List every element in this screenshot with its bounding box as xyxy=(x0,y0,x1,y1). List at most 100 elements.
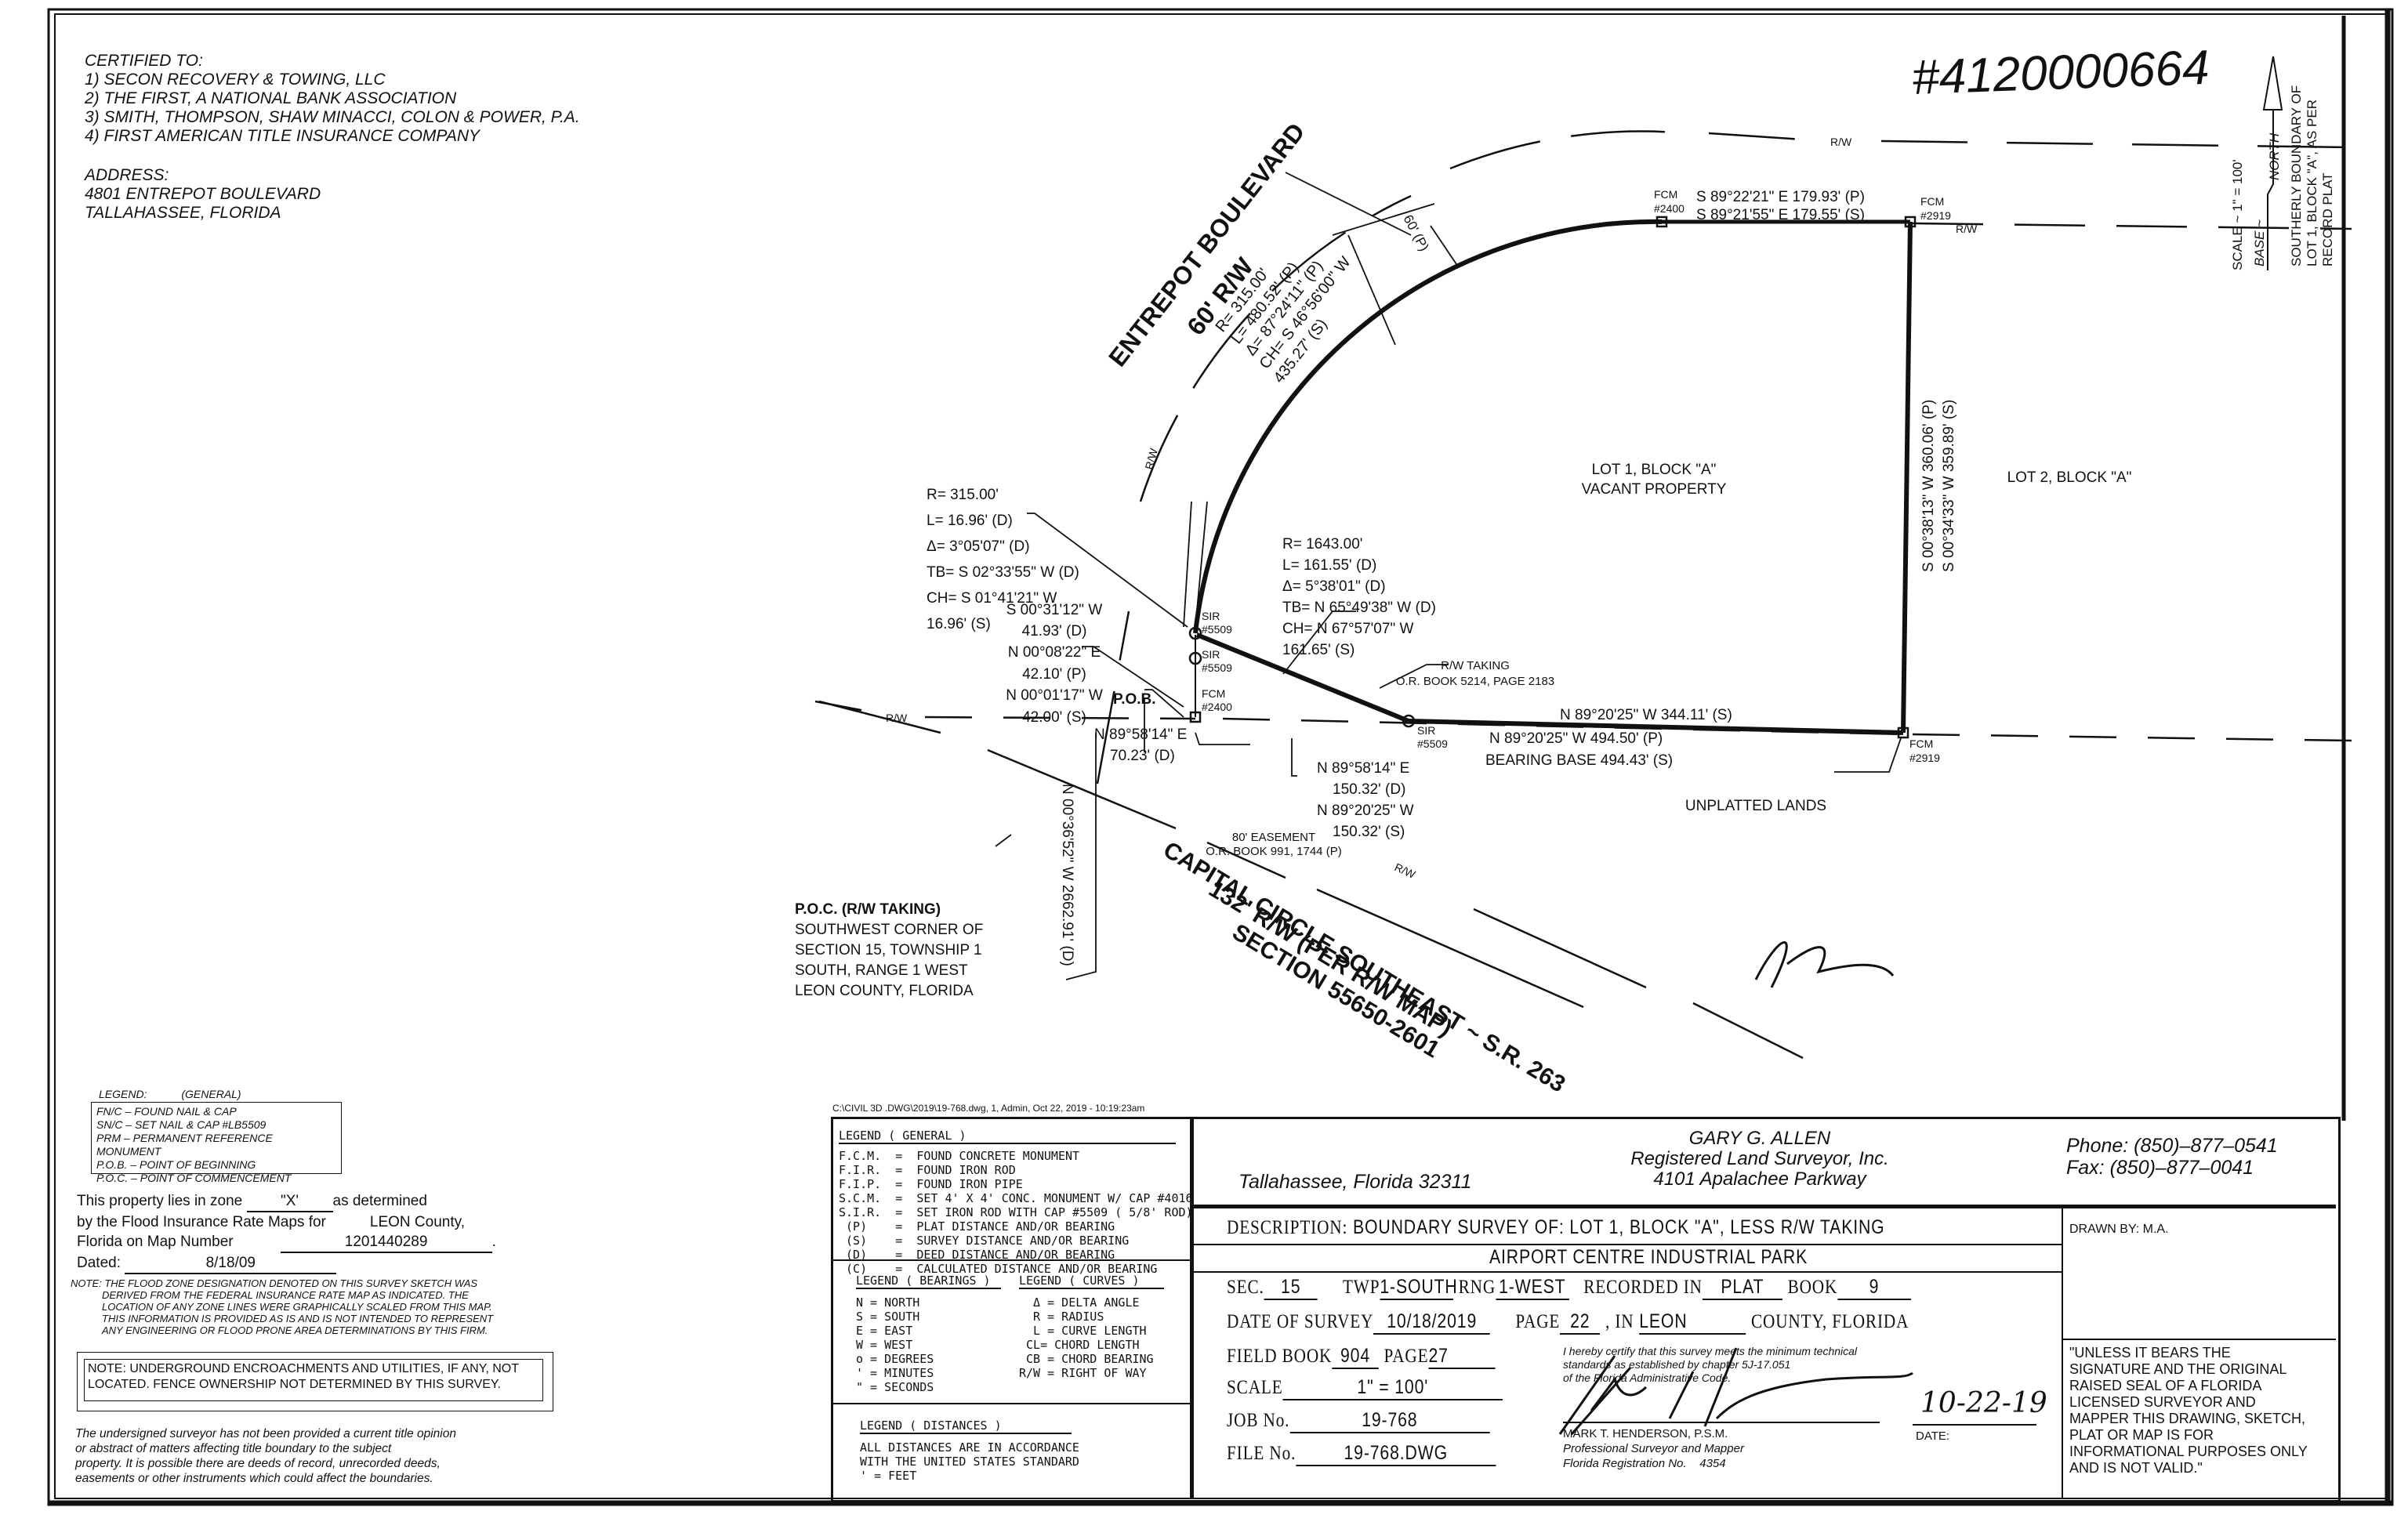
bearing-text: N 00°01'17" W xyxy=(1006,687,1103,704)
curve-leader xyxy=(1027,513,1188,628)
curve-text: L= 161.55' (D) xyxy=(1282,557,1376,574)
south-rw xyxy=(814,700,2352,742)
fcm-label: FCM xyxy=(1654,188,1677,201)
boundary-curve xyxy=(1193,219,1663,634)
rw-taking-leader xyxy=(1379,664,1449,689)
company-type: Registered Land Surveyor, Inc. xyxy=(1630,1148,1889,1169)
file-label: FILE No. xyxy=(1227,1443,1296,1464)
bearing-text: S 00°38'13" W 360.06' (P) xyxy=(1920,400,1937,572)
rw-label: R/W xyxy=(1956,223,1978,235)
base-text: BASE ~ xyxy=(2252,219,2267,266)
pob-tie-arrow xyxy=(1195,732,1250,745)
sir-label: SIR xyxy=(1202,648,1220,661)
book-label: BOOK xyxy=(1787,1277,1838,1298)
fcm-monument xyxy=(1189,711,1202,723)
page-label: PAGE xyxy=(1515,1311,1561,1332)
easement-label: 80' EASEMENT O.R. BOOK 991, 1744 (P) R/W… xyxy=(1206,659,1554,858)
boundary-east xyxy=(1901,221,1913,734)
legend-distances: LEGEND ( DISTANCES ) ALL DISTANCES ARE I… xyxy=(860,1418,1079,1483)
unplatted-label: UNPLATTED LANDS xyxy=(1685,798,1826,814)
rw-taking-text: O.R. BOOK 5214, PAGE 2183 xyxy=(1396,675,1554,688)
flood-note: NOTE: THE FLOOD ZONE DESIGNATION DENOTED… xyxy=(71,1277,493,1336)
width-label: 60' (P) xyxy=(1400,212,1431,254)
bearing-text: N 00°36'52" W 2662.91' (D) xyxy=(1059,784,1075,966)
bearing-text: N 89°20'25" W 344.11' (S) xyxy=(1560,707,1732,723)
boundary-south xyxy=(1408,719,1904,735)
disclaimer-line: or abstract of matters affecting title b… xyxy=(75,1442,392,1455)
fcm-2919-leader xyxy=(1834,737,1902,773)
poc-leader xyxy=(995,834,1012,847)
legend-divider xyxy=(832,1259,1190,1261)
fcm-label: #2919 xyxy=(1909,752,1940,764)
legend-heading: LEGEND ( CURVES ) xyxy=(1019,1274,1164,1289)
fcm-label: FCM xyxy=(1909,737,1933,750)
surveyor-registration: Florida Registration No. 4354 xyxy=(1563,1457,1726,1470)
legend-item: o = DEGREES xyxy=(856,1352,934,1366)
handwritten-file-number: #4120000664 xyxy=(1911,41,2210,105)
title-disclaimer: The undersigned surveyor has not been pr… xyxy=(75,1426,456,1486)
county-label: COUNTY, FLORIDA xyxy=(1751,1311,1909,1332)
sir-label: SIR xyxy=(1417,724,1435,737)
legend-item: P.O.B. – POINT OF BEGINNING xyxy=(96,1158,256,1171)
title-block xyxy=(831,1117,2341,1502)
easement-text: O.R. BOOK 991, 1744 (P) xyxy=(1206,845,1341,858)
validity-notice: "UNLESS IT BEARS THE SIGNATURE AND THE O… xyxy=(2069,1345,2308,1476)
note-line: NOTE: THE FLOOD ZONE DESIGNATION DENOTED… xyxy=(71,1277,478,1289)
note-line: LOCATED. FENCE OWNERSHIP NOT DETERMINED … xyxy=(88,1378,501,1391)
entrepot-west-rw xyxy=(1096,130,1686,784)
certified-to: CERTIFIED TO: 1) SECON RECOVERY & TOWING… xyxy=(85,52,580,223)
sir-monument xyxy=(1188,626,1202,640)
sir-monument xyxy=(1188,651,1202,665)
job-label: JOB No. xyxy=(1227,1410,1290,1431)
fcm-label: FCM xyxy=(1202,687,1225,700)
date-caption: DATE: xyxy=(1916,1429,1950,1443)
legend-item: ' = MINUTES xyxy=(856,1366,934,1380)
curve-text: Δ= 5°38'01" (D) xyxy=(1282,578,1386,595)
legend-item: ' = FEET xyxy=(860,1469,917,1483)
bearing-text: N 89°20'25" W 494.50' (P) xyxy=(1489,730,1663,747)
monument-labels: FCM #2400 FCM #2919 SIR #5509 SIR #5509 … xyxy=(1202,188,1951,764)
legend-item: (P) = PLAT DISTANCE AND/OR BEARING xyxy=(839,1219,1115,1234)
capital-circle-rw-south xyxy=(1473,908,1804,1060)
bearing-text: 42.00' (S) xyxy=(1022,709,1086,726)
address-line: TALLAHASSEE, FLORIDA xyxy=(85,204,281,222)
rw-label: R/W xyxy=(1142,447,1160,471)
note-text: RECORD PLAT xyxy=(2320,172,2335,266)
description-subdivision: AIRPORT CENTRE INDUSTRIAL PARK xyxy=(1489,1246,1808,1268)
fcm-monument xyxy=(1904,216,1917,228)
field-book-page-label: PAGE xyxy=(1384,1346,1429,1367)
surveyor-title: Professional Surveyor and Mapper xyxy=(1563,1442,1744,1455)
north-block: SCALE ~ 1" = 100' BASE ~ NORTH SOUTHERLY… xyxy=(2230,85,2335,270)
address-heading: ADDRESS: xyxy=(85,166,169,184)
legend-general: LEGEND ( GENERAL ) F.C.M. = FOUND CONCRE… xyxy=(839,1129,1193,1276)
legend-divider xyxy=(832,1403,1190,1404)
flood-text: as determined xyxy=(332,1193,427,1209)
leader-lines xyxy=(995,172,1902,980)
sir-monument xyxy=(1402,714,1416,728)
description-row: DESCRIPTION: BOUNDARY SURVEY OF: LOT 1, … xyxy=(1227,1216,1885,1239)
legend-item: WITH THE UNITED STATES STANDARD xyxy=(860,1455,1079,1469)
validity-line: RAISED SEAL OF A FLORIDA xyxy=(2069,1378,2262,1393)
description-label: DESCRIPTION: xyxy=(1227,1217,1348,1238)
lot-label: VACANT PROPERTY xyxy=(1582,481,1727,498)
bearing-text: BEARING BASE 494.43' (S) xyxy=(1485,752,1673,769)
company-contact: Phone: (850)–877–0541 Fax: (850)–877–004… xyxy=(2066,1135,2278,1179)
right-of-way-lines xyxy=(814,130,2352,1060)
company-fax: Fax: (850)–877–0041 xyxy=(2066,1157,2254,1179)
validity-line: SIGNATURE AND THE ORIGINAL xyxy=(2069,1361,2287,1377)
surveyor-info: MARK T. HENDERSON, P.S.M. Professional S… xyxy=(1563,1426,1744,1471)
certified-line: 4) FIRST AMERICAN TITLE INSURANCE COMPAN… xyxy=(85,127,481,145)
legend-item: CL= CHORD LENGTH xyxy=(1019,1338,1140,1352)
legend-item: Δ = DELTA ANGLE xyxy=(1019,1295,1140,1310)
fcm-label: #2400 xyxy=(1202,701,1232,713)
bearing-text: S 89°21'55" E 179.55' (S) xyxy=(1696,207,1865,223)
north-text: NORTH xyxy=(2267,132,2282,180)
left-legend-heading: LEGEND: (GENERAL) xyxy=(99,1088,241,1100)
company-street: 4101 Apalachee Parkway xyxy=(1653,1168,1866,1190)
company-phone: Phone: (850)–877–0541 xyxy=(2066,1135,2278,1157)
poc-text: LEON COUNTY, FLORIDA xyxy=(795,983,974,999)
flood-text: Dated: xyxy=(77,1255,121,1271)
curve-text: CH= S 01°41'21" W xyxy=(927,590,1057,607)
note-text: SOUTHERLY BOUNDARY OF xyxy=(2289,85,2304,266)
